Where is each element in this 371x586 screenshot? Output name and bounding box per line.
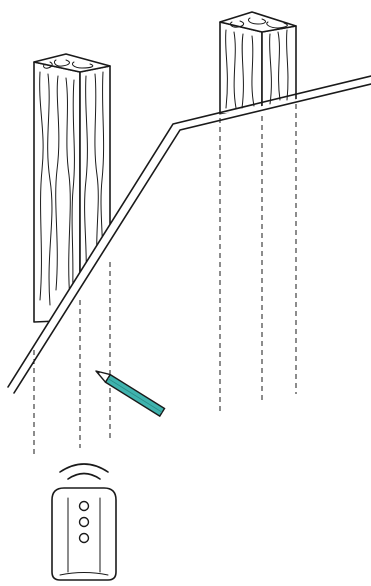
stud-projection-lines xyxy=(33,104,297,458)
stud-finder-body xyxy=(51,487,117,581)
pencil-icon xyxy=(95,370,166,418)
signal-wave-outer xyxy=(59,463,109,473)
wall-outer-edge xyxy=(7,75,371,388)
signal-wave-inner xyxy=(67,472,101,480)
indicator-light-2 xyxy=(78,516,90,528)
signal-icon xyxy=(59,463,109,480)
stud-finder-icon xyxy=(51,487,117,581)
wall-inner-edge xyxy=(13,83,371,394)
indicator-light-1 xyxy=(78,500,90,512)
stud-right xyxy=(219,11,297,115)
stud-right-wood-grain xyxy=(225,17,289,109)
indicator-light-3 xyxy=(78,532,90,544)
stud-right-top-face xyxy=(219,11,297,33)
wall-panel xyxy=(7,75,371,400)
